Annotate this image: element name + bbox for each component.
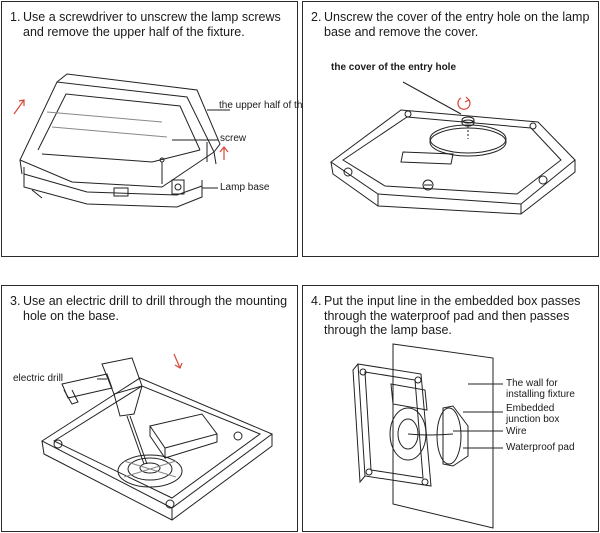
fixture-open-illustration xyxy=(13,73,230,208)
label-junction-box: Embedded junction box xyxy=(506,403,560,425)
step-number: 1. xyxy=(10,10,21,24)
step-text: Put the input line in the embedded box p… xyxy=(324,294,581,337)
wall-install-illustration xyxy=(352,343,503,529)
label-screw: screw xyxy=(220,133,247,144)
label-wall: The wall for installing fixture xyxy=(506,378,575,400)
step-text: Unscrew the cover of the entry hole on t… xyxy=(324,10,590,39)
step-4-instruction: 4. Put the input line in the embedded bo… xyxy=(311,294,593,338)
step-1-panel: 1. Use a screwdriver to unscrew the lamp… xyxy=(1,1,338,257)
label-waterproof-pad: Waterproof pad xyxy=(506,442,575,453)
lamp-base-cover-illustration xyxy=(330,81,576,215)
label-upper-half: the upper half of the fixture xyxy=(219,100,338,111)
step-1-instruction: 1. Use a screwdriver to unscrew the lamp… xyxy=(10,10,292,39)
step-number: 3. xyxy=(10,294,21,308)
step-number: 4. xyxy=(311,294,322,308)
step-3-instruction: 3. Use an electric drill to drill throug… xyxy=(10,294,292,323)
step-2-panel: 2. Unscrew the cover of the entry hole o… xyxy=(302,1,599,257)
step-number: 2. xyxy=(311,10,322,24)
step-4-panel: 4. Put the input line in the embedded bo… xyxy=(302,285,599,532)
label-lamp-base: Lamp base xyxy=(220,182,270,193)
label-wire: Wire xyxy=(506,426,527,437)
label-entry-hole-cover: the cover of the entry hole xyxy=(331,62,457,73)
step-text: Use a screwdriver to unscrew the lamp sc… xyxy=(23,10,281,39)
step-3-panel: 3. Use an electric drill to drill throug… xyxy=(1,285,298,532)
step-2-instruction: 2. Unscrew the cover of the entry hole o… xyxy=(311,10,593,39)
drill-base-illustration xyxy=(41,353,274,521)
step-text: Use an electric drill to drill through t… xyxy=(23,294,288,323)
label-electric-drill: electric drill xyxy=(13,373,64,384)
